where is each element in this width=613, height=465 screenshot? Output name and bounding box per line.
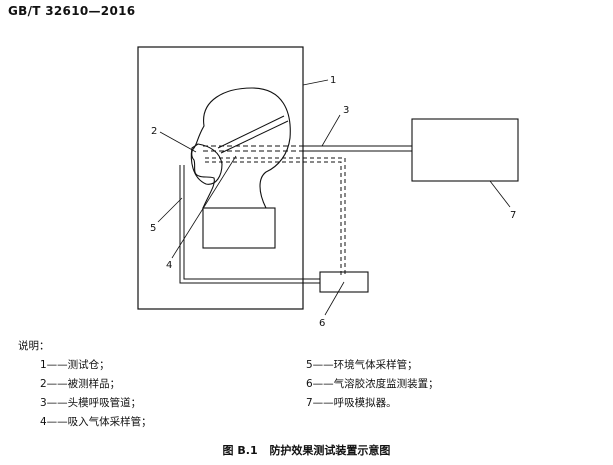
legend-item-1: 1——测试仓； xyxy=(40,359,110,371)
legend-item-6: 6——气溶胶浓度监测装置； xyxy=(306,378,439,390)
leader-7 xyxy=(489,180,511,208)
breathing-simulator xyxy=(411,118,519,182)
legend-item-2: 2——被测样品； xyxy=(40,378,121,390)
figure-caption: 图 B.1 防护效果测试装置示意图 xyxy=(0,442,613,458)
callout-3: 3 xyxy=(343,105,349,116)
figure-caption-title: 防护效果测试装置示意图 xyxy=(269,444,391,457)
test-chamber xyxy=(137,46,304,310)
callout-2: 2 xyxy=(151,126,157,137)
callout-7: 7 xyxy=(510,210,516,221)
mask-strap xyxy=(217,115,285,149)
leader-2 xyxy=(159,131,197,153)
mask-sample xyxy=(190,143,223,185)
head-base xyxy=(202,207,276,249)
legend-item-7: 7——呼吸模拟器。 xyxy=(306,397,397,409)
figure-caption-label: 图 B.1 xyxy=(222,444,258,457)
legend-item-5: 5——环境气体采样管； xyxy=(306,359,418,371)
inhaled-sampling-tube xyxy=(205,157,346,276)
ambient-sampling-tube xyxy=(179,165,320,284)
legend-right-column: 5——环境气体采样管； 6——气溶胶浓度监测装置； 7——呼吸模拟器。 xyxy=(306,356,439,413)
legend-item-3: 3——头模呼吸管道； xyxy=(40,397,142,409)
legend-item-4: 4——吸入气体采样管； xyxy=(40,416,152,428)
leader-1 xyxy=(302,79,329,86)
leader-5 xyxy=(157,197,183,223)
ambient-sampling-tube-2 xyxy=(183,165,320,280)
aerosol-monitor xyxy=(319,271,369,293)
legend-left-column: 1——测试仓； 2——被测样品； 3——头模呼吸管道； 4——吸入气体采样管； xyxy=(40,356,152,432)
callout-5: 5 xyxy=(150,223,156,234)
standard-number: GB/T 32610—2016 xyxy=(8,4,136,18)
inhaled-sampling-tube-2 xyxy=(205,161,342,276)
legend-title: 说明： xyxy=(18,340,50,352)
test-setup-diagram: 1 2 3 4 5 6 7 xyxy=(137,46,519,329)
leader-3 xyxy=(321,114,341,147)
head-form xyxy=(191,87,291,209)
callout-6: 6 xyxy=(319,318,325,329)
callout-1: 1 xyxy=(330,75,336,86)
mask-strap-inner xyxy=(220,120,289,154)
callout-4: 4 xyxy=(166,260,172,271)
leader-6 xyxy=(324,281,345,316)
leader-4 xyxy=(171,155,237,259)
